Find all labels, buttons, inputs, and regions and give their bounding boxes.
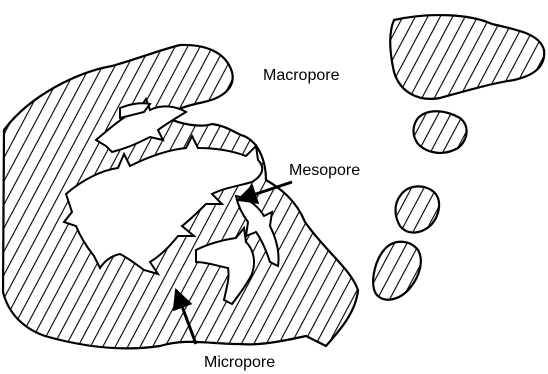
micropore-label: Micropore	[204, 355, 275, 371]
right-fragment-1	[414, 111, 467, 153]
upper-right-particle	[390, 15, 544, 99]
mesopore-label: Mesopore	[289, 163, 360, 179]
right-fragment-3	[373, 242, 421, 300]
macropore-label: Macropore	[263, 68, 339, 84]
right-fragment-2	[396, 186, 440, 232]
